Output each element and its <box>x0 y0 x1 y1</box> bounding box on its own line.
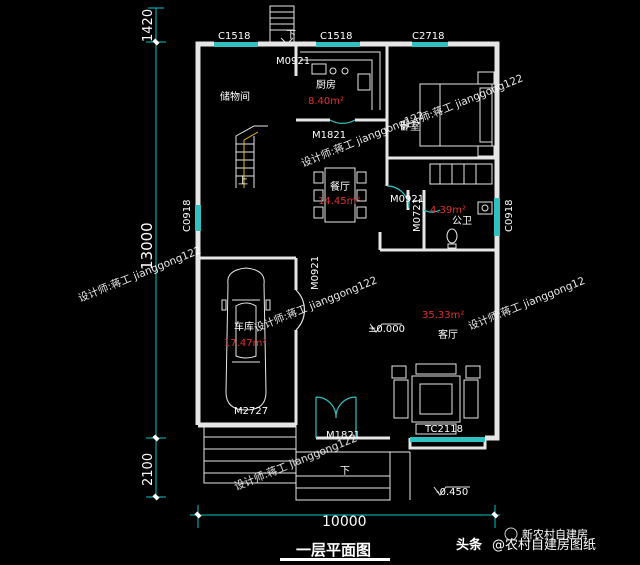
dimension-ticks <box>152 38 499 519</box>
window-c0918-left: C0918 <box>182 200 193 232</box>
kitchen-counter <box>300 51 381 110</box>
dim-left-top: 1420 <box>141 9 156 42</box>
room-dining: 餐厅 <box>330 180 350 193</box>
room-living-area: 35.33m² <box>422 310 464 321</box>
top-stair <box>269 5 295 47</box>
room-bath: 公卫 <box>452 216 472 227</box>
window-c2718: C2718 <box>412 31 444 42</box>
footer-source: 头条 <box>456 537 483 553</box>
stair-rail <box>243 131 259 188</box>
footer-brand-bottom: @农村自建房图纸 <box>492 537 596 553</box>
dim-left-bottom: 2100 <box>141 453 156 486</box>
door-m0921-garage: M0921 <box>310 256 321 290</box>
door-m1821-bottom: M1821 <box>326 430 360 441</box>
door-m2727: M2727 <box>234 406 268 417</box>
windows <box>195 42 500 442</box>
door-m0721: M0721 <box>412 198 423 232</box>
bath-fixtures <box>446 201 493 249</box>
room-storage: 储物间 <box>220 90 250 103</box>
room-dining-area: 14.45m² <box>318 196 360 207</box>
bedroom-furniture <box>419 71 495 185</box>
window-c1518-a: C1518 <box>218 31 250 42</box>
door-m0921-mid: M0921 <box>390 194 424 205</box>
level-outside: -0.450 <box>436 487 468 498</box>
room-garage: 车库 <box>234 320 254 333</box>
footer-brand-top: 新农村自建房 <box>522 527 588 541</box>
watermark: 设计师:蒋工 jianggong12 <box>466 274 587 333</box>
stair-up-label: 上 <box>238 175 248 187</box>
interior-stair <box>235 125 268 188</box>
watermark: 设计师:蒋工 jianggong122 <box>398 71 525 132</box>
dim-bottom: 10000 <box>322 514 367 530</box>
window-tc2118: TC2118 <box>424 424 463 435</box>
level-main: ±0.000 <box>368 324 405 335</box>
room-bath-area: 4.39m² <box>430 205 466 216</box>
room-living: 客厅 <box>438 328 458 341</box>
level-marker <box>369 323 470 496</box>
title-underline <box>280 558 390 561</box>
dining-table <box>313 167 367 223</box>
stair-down-top: 下 <box>286 30 296 41</box>
dimension-lines <box>146 7 500 528</box>
window-c0918-right: C0918 <box>504 200 515 232</box>
car <box>221 267 271 411</box>
doors <box>295 119 441 438</box>
room-garage-area: 17.47m² <box>224 338 266 349</box>
door-m0921-kitchen: M0921 <box>276 56 310 67</box>
entrance-steps <box>203 424 411 501</box>
window-c1518-b: C1518 <box>320 31 352 42</box>
room-kitchen: 厨房 <box>316 78 336 91</box>
dim-left-mid: 13000 <box>138 222 156 270</box>
room-bedroom: 卧室 <box>400 120 420 133</box>
drawing-title: 一层平面图 <box>296 541 371 559</box>
room-kitchen-area: 8.40m² <box>308 96 344 107</box>
wechat-icon <box>504 527 518 541</box>
door-m1821-top: M1821 <box>312 130 346 141</box>
footer-brand: 新农村自建房 头条 @农村自建房图纸 <box>456 527 596 553</box>
sofa-set <box>391 363 481 435</box>
stair-down-bottom: 下 <box>340 466 350 477</box>
